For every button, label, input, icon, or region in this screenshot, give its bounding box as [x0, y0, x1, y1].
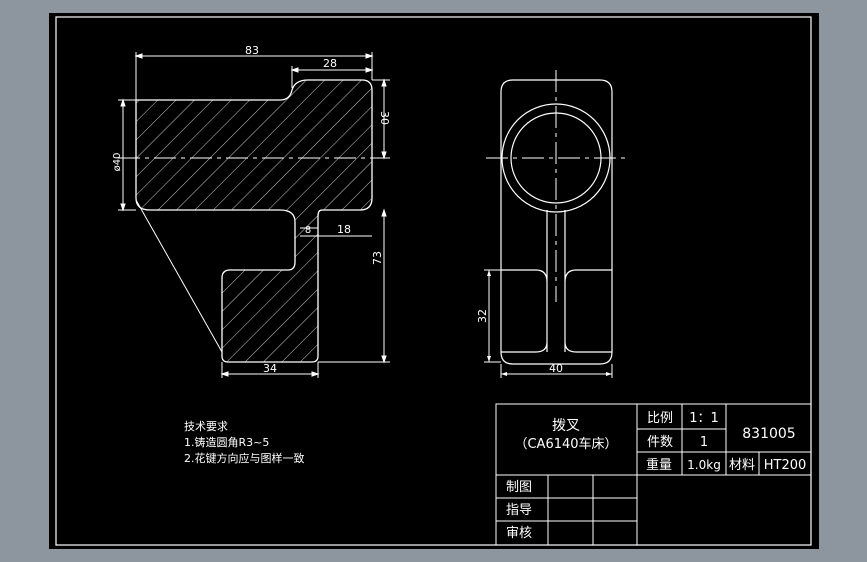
drawing-border [55, 16, 812, 546]
section-view [118, 52, 390, 378]
machine-name: （CA6140车床） [514, 436, 617, 452]
part-name: 拨叉 [552, 418, 580, 434]
reviewer-label: 审核 [506, 526, 532, 541]
quantity-value: 1 [700, 435, 708, 450]
weight-label: 重量 [646, 457, 672, 473]
dim-label-32: 32 [476, 309, 489, 323]
dim-label-8: 8 [305, 225, 311, 236]
dim-label-40: 40 [549, 362, 563, 375]
side-outline [500, 79, 613, 365]
weight-value: 1.0kg [687, 458, 721, 472]
dim-label-34: 34 [263, 362, 277, 375]
quantity-label: 件数 [647, 435, 673, 450]
notes-line-2: 2.花键方向应与图样一致 [184, 451, 305, 465]
dim-label-83: 83 [245, 44, 259, 57]
section-outline [135, 79, 373, 363]
dim-label-18: 18 [337, 223, 351, 236]
supervisor-label: 指导 [506, 503, 532, 518]
side-view [484, 70, 626, 378]
dim-label-bore-diameter: ø40 [112, 153, 123, 172]
title-block [495, 403, 812, 546]
drawing-number: 831005 [742, 426, 795, 442]
scale-value: 1：1 [689, 411, 719, 426]
notes-heading: 技术要求 [184, 420, 228, 433]
drawn-by-label: 制图 [506, 480, 532, 495]
dim-label-28: 28 [323, 57, 337, 70]
material-label: 材料 [729, 458, 755, 473]
fork-stem [501, 210, 612, 353]
dim-label-73: 73 [371, 251, 384, 265]
scale-label: 比例 [647, 411, 673, 426]
material-value: HT200 [764, 458, 807, 473]
notes-line-1: 1.铸造圆角R3~5 [184, 435, 269, 449]
dim-label-30: 30 [378, 111, 391, 125]
